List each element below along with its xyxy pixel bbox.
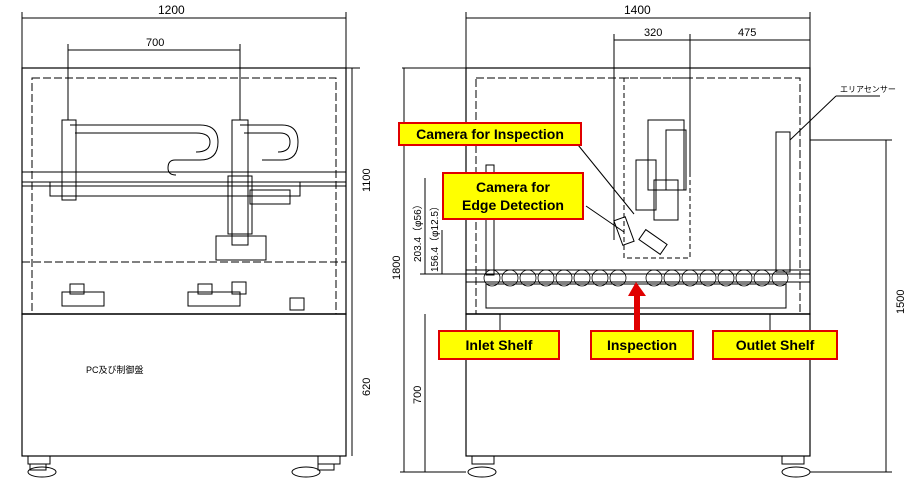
side-sensor-height-dim: 1500 bbox=[895, 290, 907, 314]
inspection-arrow bbox=[628, 282, 646, 330]
side-total-height-dim: 1800 bbox=[391, 256, 403, 280]
inspection-callout: Inspection bbox=[590, 330, 694, 360]
inlet-shelf-callout: Inlet Shelf bbox=[438, 330, 560, 360]
side-base-height-dim: 700 bbox=[412, 386, 424, 404]
front-view bbox=[21, 12, 360, 478]
outlet-shelf-callout: Outlet Shelf bbox=[712, 330, 838, 360]
front-width-dim: 1200 bbox=[158, 3, 185, 17]
front-lower-height-dim: 620 bbox=[361, 378, 373, 396]
inspection-label: Inspection bbox=[606, 337, 677, 353]
camera-inspection-label: Camera for Inspection bbox=[416, 126, 564, 142]
camera-edge-callout: Camera for Edge Detection bbox=[442, 172, 584, 220]
side-view bbox=[400, 12, 892, 478]
front-panel-label: PC及び制御盤 bbox=[86, 364, 144, 375]
side-dim-203: 203.4（φ56） bbox=[412, 199, 424, 262]
camera-edge-label-line2: Edge Detection bbox=[462, 197, 564, 213]
front-rail-dim: 700 bbox=[146, 37, 164, 49]
side-width-dim: 1400 bbox=[624, 3, 651, 17]
inlet-shelf-label: Inlet Shelf bbox=[465, 337, 533, 353]
outlet-shelf-label: Outlet Shelf bbox=[735, 337, 815, 353]
camera-edge-label-line1: Camera for bbox=[476, 179, 550, 195]
side-camera-offset-dim: 320 bbox=[644, 27, 662, 39]
front-upper-height-dim: 1100 bbox=[361, 168, 373, 192]
camera-inspection-callout: Camera for Inspection bbox=[398, 122, 582, 146]
side-outlet-offset-dim: 475 bbox=[738, 27, 756, 39]
side-dim-156: 156.4（φ12.5） bbox=[429, 201, 441, 272]
area-sensor-label: エリアセンサー bbox=[840, 85, 896, 94]
conveyor-parts bbox=[483, 269, 789, 287]
